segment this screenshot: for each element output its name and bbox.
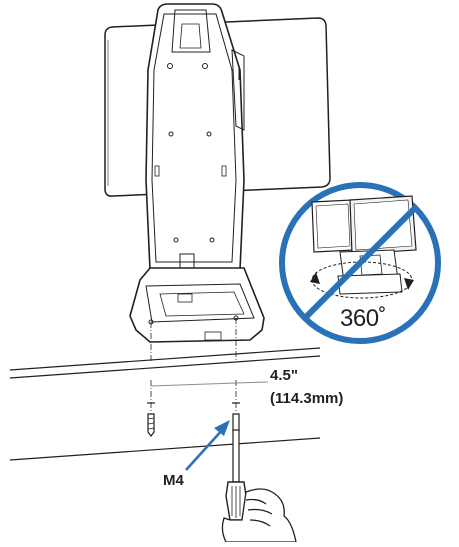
screw-left xyxy=(147,402,155,437)
hand-outline xyxy=(221,488,297,543)
no-rotation-callout xyxy=(279,182,441,344)
dimension-inches-label: 4.5" xyxy=(270,367,298,384)
dimension-line xyxy=(150,381,269,387)
stand-arm xyxy=(145,3,245,271)
rotation-degree-label: 360˚ xyxy=(340,305,387,332)
screw-size-label: M4 xyxy=(163,472,184,489)
rotated-monitor-illustration xyxy=(311,195,417,295)
dimension-mm-label: (114.3mm) xyxy=(270,390,344,407)
pointer-arrow xyxy=(185,420,230,471)
mounting-surface xyxy=(9,347,321,461)
stand-base xyxy=(129,267,265,343)
alignment-centerlines xyxy=(150,318,237,412)
